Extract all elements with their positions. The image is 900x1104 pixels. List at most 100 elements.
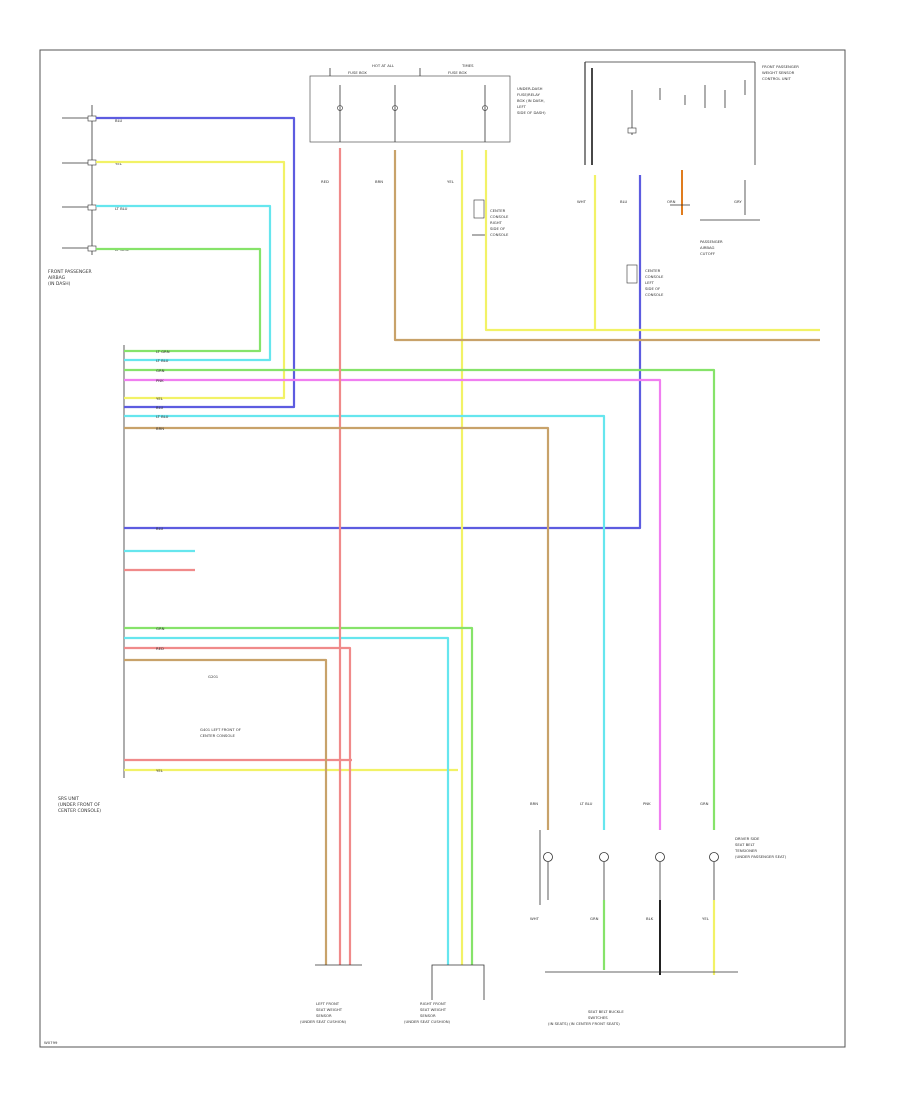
srs-wire-label-brn: BRN: [156, 426, 164, 431]
wire-ltblu-sensor: [124, 636, 450, 965]
srs-wire-label-red: RED: [156, 646, 164, 651]
srs-wire-label-ltblu2: LT BLU: [156, 414, 169, 419]
wire-ltblu-long: [124, 414, 606, 830]
seat-belt-buckle-switches: [539, 830, 719, 905]
right-sensor-label-2: SEAT WEIGHT: [420, 1007, 447, 1012]
g401-note-1: G401 LEFT FRONT OF: [200, 727, 241, 732]
right-sensor-label-3: SENSOR: [420, 1013, 436, 1018]
center-ctrl-label-3: LEFT: [645, 280, 655, 285]
buckle-wire-label-brn: BRN: [530, 801, 538, 806]
buckle-switches-label-2: SWITCHES: [588, 1015, 608, 1020]
wire-brn-long: [124, 426, 550, 830]
center-ctrl-label-5: CONSOLE: [645, 292, 664, 297]
buckle-wire-label-grn: GRN: [700, 801, 709, 806]
underdash-box-label-2: FUSE/RELAY: [517, 92, 541, 97]
buckle-wire-label-ltblu: LT BLU: [580, 801, 593, 806]
ground-symbol-center: [626, 264, 638, 284]
buckle-wire-label-grn2: GRN: [590, 916, 599, 921]
wire-pnk-long: [124, 378, 662, 830]
underdash-box-label-1: UNDER-DASH: [517, 86, 543, 91]
ground-symbol-g201: [472, 199, 486, 236]
buckle-wire-label-blk: BLK: [646, 916, 654, 921]
weight-sensor-unit-label-2: WEIGHT SENSOR: [762, 70, 795, 75]
srs-wire-label-yel2: YEL: [156, 768, 164, 773]
underdash-box-label-5: SIDE OF DASH): [517, 110, 546, 115]
front-passenger-airbag-connector: [62, 105, 97, 255]
srs-wire-label-blu: BLU: [156, 405, 164, 410]
cutoff-label-1: PASSENGER: [700, 239, 723, 244]
g201-tag: G201: [208, 674, 219, 679]
diagram-border: [39, 49, 846, 1048]
footer-code: W0799: [44, 1040, 58, 1045]
tensioner-label-1: DRIVER SIDE: [735, 836, 760, 841]
left-sensor-label-1: LEFT FRONT: [316, 1001, 340, 1006]
srs-unit-label-2: (UNDER FRONT OF: [58, 802, 101, 808]
vert-label-blu: BLU: [620, 199, 628, 204]
wire-yel-right: [484, 150, 820, 332]
buckle-wire-label-yel: YEL: [702, 916, 710, 921]
front-passenger-airbag-label-3: (IN DASH): [48, 281, 71, 287]
fuse-box: [309, 68, 511, 143]
wire-ltblu-airbag: [96, 204, 272, 362]
srs-wire-label-yel: YEL: [156, 396, 164, 401]
buckle-wire-label-wht: WHT: [530, 916, 540, 921]
center-ctrl-label-2: CONSOLE: [645, 274, 664, 279]
vert-label-gry: GRY: [734, 199, 742, 204]
srs-wire-label-ltgrn: LT GRN: [156, 349, 170, 354]
right-sensor-label-1: RIGHT FRONT: [420, 1001, 447, 1006]
vert-label-orn: ORN: [667, 199, 676, 204]
srs-unit-label-3: CENTER CONSOLE): [58, 808, 101, 814]
vert-label-red: RED: [321, 179, 329, 184]
vert-label-brn: BRN: [375, 179, 383, 184]
weight-sensor-control-unit: [584, 61, 760, 221]
wire-grn-long: [124, 368, 716, 830]
srs-wire-label-pnk: PNK: [156, 378, 164, 383]
left-sensor-label-3: SENSOR: [316, 1013, 332, 1018]
right-sensor-label-4: (UNDER SEAT CUSHION): [404, 1019, 451, 1024]
wire-label-yel-top: YEL: [115, 161, 123, 166]
cutoff-label-3: CUTOFF: [700, 251, 715, 256]
tensioner-label-4: (UNDER PASSENGER SEAT): [735, 854, 787, 859]
vert-label-wht: WHT: [577, 199, 587, 204]
weight-sensor-unit-label-1: FRONT PASSENGER: [762, 64, 799, 69]
left-sensor-label-2: SEAT WEIGHT: [316, 1007, 343, 1012]
srs-wire-label-grn2: GRN: [156, 626, 165, 631]
front-passenger-airbag-label: FRONT PASSENGER: [48, 269, 92, 275]
srs-wire-label-blu2: BLU: [156, 526, 164, 531]
fuse-box-hot-label-2: TIMES: [461, 63, 474, 68]
g201-label-3: RIGHT: [490, 220, 503, 225]
weight-sensor-unit-label-3: CONTROL UNIT: [762, 76, 791, 81]
wire-label-ltblu-top: LT BLU: [115, 206, 128, 211]
srs-wire-label-grn: GRN: [156, 368, 165, 373]
vert-label-yel: YEL: [447, 179, 455, 184]
wire-grn-sensor: [124, 626, 474, 965]
g201-label-4: SIDE OF: [490, 226, 505, 231]
underdash-box-label-3: BOX (IN DASH,: [517, 98, 545, 103]
buckle-switches-label-1: SEAT BELT BUCKLE: [588, 1009, 624, 1014]
buckle-switches-label-3: (IN SEATS) (IN CENTER FRONT SEATS): [548, 1021, 620, 1026]
g401-note-2: CENTER CONSOLE: [200, 733, 235, 738]
tensioner-label-3: TENSIONER: [734, 848, 757, 853]
front-passenger-airbag-label-2: AIRBAG: [48, 275, 66, 281]
fuse-box-name-label-2: FUSE BOX: [448, 70, 467, 75]
srs-unit-label-1: SRS UNIT: [58, 796, 79, 802]
cutoff-label-2: AIRBAG: [700, 245, 714, 250]
wire-red-srs: [124, 646, 352, 965]
wire-yel-airbag: [96, 160, 286, 400]
wire-brn-sensor: [124, 658, 328, 965]
left-sensor-label-4: (UNDER SEAT CUSHION): [300, 1019, 347, 1024]
wire-label-blu-top: BLU: [115, 118, 123, 123]
wire-blu-airbag: [96, 116, 296, 409]
wire-brn-fuse: [393, 150, 820, 342]
g201-label-5: CONSOLE: [490, 232, 509, 237]
srs-wire-label-ltblu: LT BLU: [156, 358, 169, 363]
fuse-box-hot-label-1: HOT AT ALL: [372, 63, 395, 68]
tensioner-label-2: SEAT BELT: [735, 842, 755, 847]
center-ctrl-label-1: CENTER: [645, 268, 661, 273]
center-ctrl-label-4: SIDE OF: [645, 286, 660, 291]
wire-blu-long: [124, 175, 642, 530]
wire-ltgrn-airbag: [96, 247, 262, 353]
g201-label-1: CENTER: [490, 208, 506, 213]
